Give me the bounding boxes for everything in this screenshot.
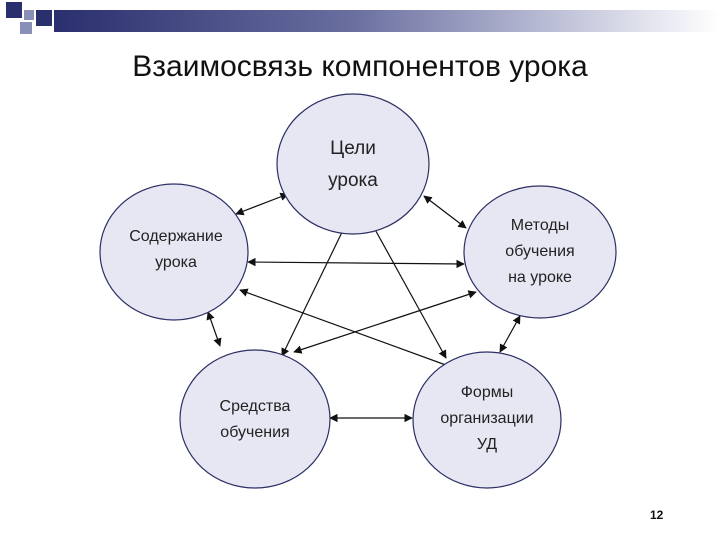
header-square [36,10,52,26]
node-methods-line-3: на уроке [508,269,572,286]
slide-title: Взаимосвязь компонентов урока [132,50,588,83]
node-forms-label: Формы организации УД [421,380,553,458]
connector-content-methods [247,257,465,269]
node-forms-circle [412,351,562,489]
node-goals-circle [276,93,430,235]
node-goals-line-2: урока [328,170,378,191]
header-gradient-band [54,10,720,32]
node-circles [99,93,617,489]
connector-goals-forms [371,223,447,359]
header-square [24,10,34,20]
node-forms-line-2: организации [440,410,534,427]
node-methods-line-1: Методы [510,217,570,234]
slide-header-decoration [0,0,720,48]
header-square [6,2,22,18]
node-content-line-1: Содержание [129,228,223,245]
node-means-circle [179,349,331,489]
node-forms-line-3: УД [476,436,498,453]
connector-group [206,192,521,423]
node-methods-line-2: обучения [505,243,575,260]
node-means-label: Средства обучения [193,394,317,446]
node-methods-label: Методы обучения на уроке [479,213,601,291]
node-methods-circle [463,185,617,319]
connector-goals-content [235,192,289,216]
node-forms-line-1: Формы [460,384,514,401]
connector-goals-means [281,223,347,357]
node-goals-label: Цели урока [293,133,413,197]
connector-methods-means [293,290,477,354]
connector-methods-forms [499,315,521,353]
connector-content-means [206,311,222,347]
node-goals-line-1: Цели [330,138,376,159]
node-means-line-2: обучения [220,424,290,441]
node-content-line-2: урока [155,254,197,271]
node-content-circle [99,183,249,321]
node-content-label: Содержание урока [104,224,248,276]
node-means-line-1: Средства [219,398,291,415]
page-number: 12 [650,508,664,522]
header-square [20,22,32,34]
connector-goals-methods [423,195,467,229]
